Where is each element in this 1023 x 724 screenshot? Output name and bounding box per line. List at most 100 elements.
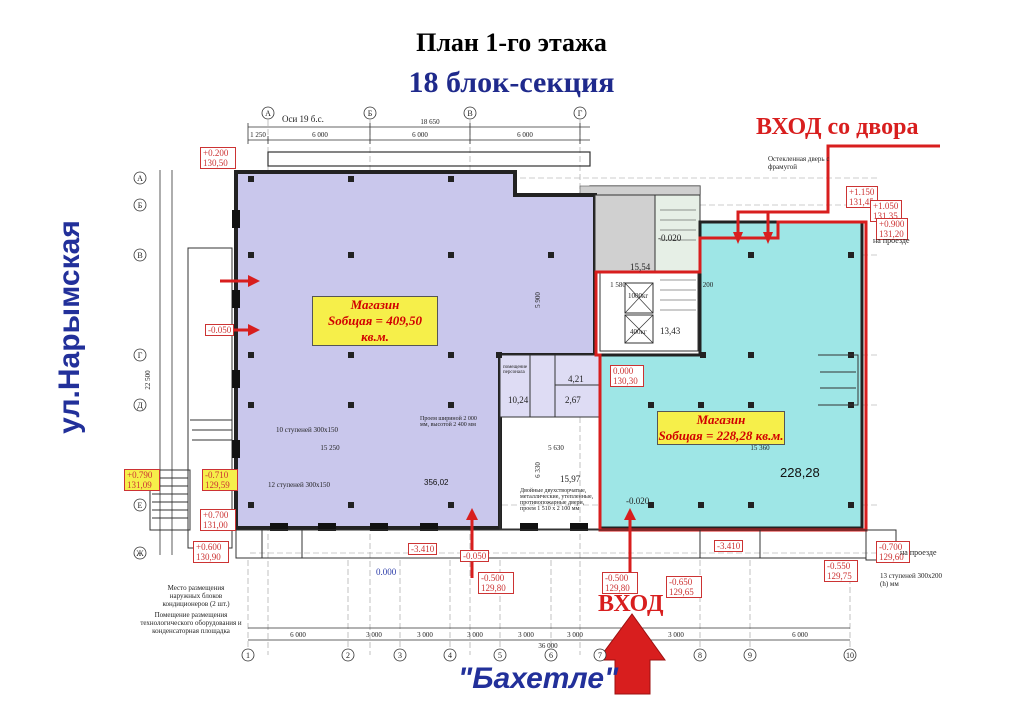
south-porch xyxy=(235,529,897,561)
level-tag-9: -0.500 129,80 xyxy=(478,572,514,594)
dim-200: 200 xyxy=(703,281,714,289)
ac-place-note: Место размещения наружных блоков кондици… xyxy=(162,584,230,608)
yard-entry-label: ВХОД со двора xyxy=(756,114,919,140)
level-tag-3: +0.790 131,09 xyxy=(124,469,160,491)
west-windows xyxy=(232,210,240,458)
dim-6330: 6 330 xyxy=(534,462,542,478)
axis-bottom-9: 9 xyxy=(748,651,752,660)
room-1024: 10,24 xyxy=(508,395,529,405)
block-section-title: 18 блок-секция xyxy=(408,66,615,99)
axis-bottom-2: 2 xyxy=(346,651,350,660)
dimension-texts: 1 250 6 000 6 000 6 000 18 650 6 000 3 0… xyxy=(250,118,808,650)
main-entry-big-arrow xyxy=(597,613,666,695)
shop2-area-text: Sобщая = 228,28 кв.м. xyxy=(658,428,784,443)
shop2-red-outline xyxy=(594,220,868,532)
stairs-note-3: 13 ступеней 300х200 (h) мм xyxy=(880,572,943,588)
lift-1000: 1000кг xyxy=(628,292,649,300)
room-1343: 13,43 xyxy=(660,326,681,336)
lift-400: 400кг xyxy=(630,328,647,336)
axis-bottom-6: 6 xyxy=(549,651,553,660)
shop1-label: Магазин Sобщая = 409,50 кв.м. xyxy=(312,296,438,346)
axis-left-3: В xyxy=(137,251,142,260)
dim-bottom-7: 3 000 xyxy=(668,631,684,639)
axis-top-2: Б xyxy=(368,109,373,118)
dim-inner-5630: 5 630 xyxy=(548,444,564,452)
equipment-place-note: Помещение размещения технологического об… xyxy=(140,611,242,635)
stairs-note-1: 10 ступеней 300х150 xyxy=(276,426,339,434)
shop1-service-rooms xyxy=(499,354,601,418)
top-dimension-line xyxy=(247,123,590,144)
shop1-area-text: Sобщая = 409,50 кв.м. xyxy=(328,313,422,344)
dim-inner-15360: 15 360 xyxy=(750,444,770,452)
axis-bottom-1: 1 xyxy=(246,651,250,660)
room-1554: 15,54 xyxy=(630,262,651,272)
staff-room-note: помещение персонала xyxy=(503,365,528,375)
street-left-label: ул.Нарымская xyxy=(53,220,86,434)
level-tag-13: 0.000 130,30 xyxy=(610,365,644,387)
glass-door-note: Остекленная дверь с фрамугой xyxy=(768,155,830,171)
dim-top-18650: 18 650 xyxy=(420,118,440,126)
axis-bottom-5: 5 xyxy=(498,651,502,660)
dim-bottom-5: 3 000 xyxy=(518,631,534,639)
axis-left-5: Д xyxy=(137,401,143,410)
level-tag-11: -0.650 129,65 xyxy=(666,576,702,598)
axis-top-3: В xyxy=(467,109,472,118)
level-tag-5: +0.700 131,00 xyxy=(200,509,236,531)
dim-inner-15250: 15 250 xyxy=(320,444,340,452)
dim-bottom-6: 3 000 xyxy=(567,631,583,639)
dim-top-6000-c: 6 000 xyxy=(517,131,533,139)
dim-bottom-3: 3 000 xyxy=(417,631,433,639)
main-entry-label: ВХОД xyxy=(598,591,664,617)
axis-left-2: Б xyxy=(138,201,143,210)
shop1-lower-room xyxy=(499,416,601,530)
axis-top-4: Г xyxy=(578,109,583,118)
dim-5900: 5 900 xyxy=(534,292,542,308)
dim-bottom-1: 6 000 xyxy=(290,631,306,639)
level-tag-12: -3.410 xyxy=(714,540,744,552)
axis-top-1: А xyxy=(265,109,271,118)
level-tag-14: -0.020 xyxy=(626,496,650,506)
axis-bottom-3: 3 xyxy=(398,651,402,660)
level-tag-6: +0.600 130,90 xyxy=(193,541,229,563)
axis-left-6: Е xyxy=(138,501,143,510)
shop1-columns xyxy=(248,176,554,508)
dim-top-6000-a: 6 000 xyxy=(312,131,328,139)
axis-bottom-10: 10 xyxy=(846,651,854,660)
axis-bubbles xyxy=(133,106,857,662)
left-porch xyxy=(149,247,233,549)
axis-bottom-4: 4 xyxy=(448,651,452,660)
dim-bottom-2: 3 000 xyxy=(366,631,382,639)
axis-left-4: Г xyxy=(138,351,143,360)
axis-bottom-8: 8 xyxy=(698,651,702,660)
level-tag-20: -0.550 129,75 xyxy=(824,560,858,582)
level-tag-18: +0.900 131,20 xyxy=(876,218,908,240)
stairs-note-2: 12 ступеней 300х150 xyxy=(268,481,331,489)
left-dimension-line xyxy=(159,170,173,555)
axis-bottom-7: 7 xyxy=(598,651,602,660)
dim-1580: 1 580 xyxy=(610,281,626,289)
axis-left-7: Ж xyxy=(136,549,144,558)
axis-left-1: А xyxy=(137,174,143,183)
bottom-entry-arrows xyxy=(466,508,636,578)
dim-bottom-4: 3 000 xyxy=(467,631,483,639)
dim-bottom-8: 6 000 xyxy=(792,631,808,639)
axes-note: Оси 19 б.с. xyxy=(282,114,324,124)
driveway-note-1: на проезде xyxy=(873,236,910,245)
yard-entry-route xyxy=(733,144,940,244)
dim-left-total: 22 500 xyxy=(144,370,152,390)
level-tag-10: -0.500 129,80 xyxy=(602,572,638,594)
level-tag-8: -0.050 xyxy=(460,550,490,562)
level-tag-4: -0.710 129,59 xyxy=(202,469,238,491)
level-tag-21: 0.000 xyxy=(376,567,397,577)
opening-note: Проем шириной 2 000 мм, высотой 2 400 мм xyxy=(420,416,477,428)
room-1597: 15,97 xyxy=(560,474,581,484)
shop2-title: Магазин xyxy=(696,412,746,427)
street-bottom-label: "Бахетле" xyxy=(458,662,619,695)
room-267: 2,67 xyxy=(565,395,581,405)
room-421: 4,21 xyxy=(568,374,584,384)
level-tag-1: +0.200 130,50 xyxy=(200,147,236,169)
level-tag-19: -0.700 129,60 xyxy=(876,541,910,563)
shop2-room-area: 228,28 xyxy=(780,465,820,480)
level-tag-15: -0.020 xyxy=(658,233,682,243)
